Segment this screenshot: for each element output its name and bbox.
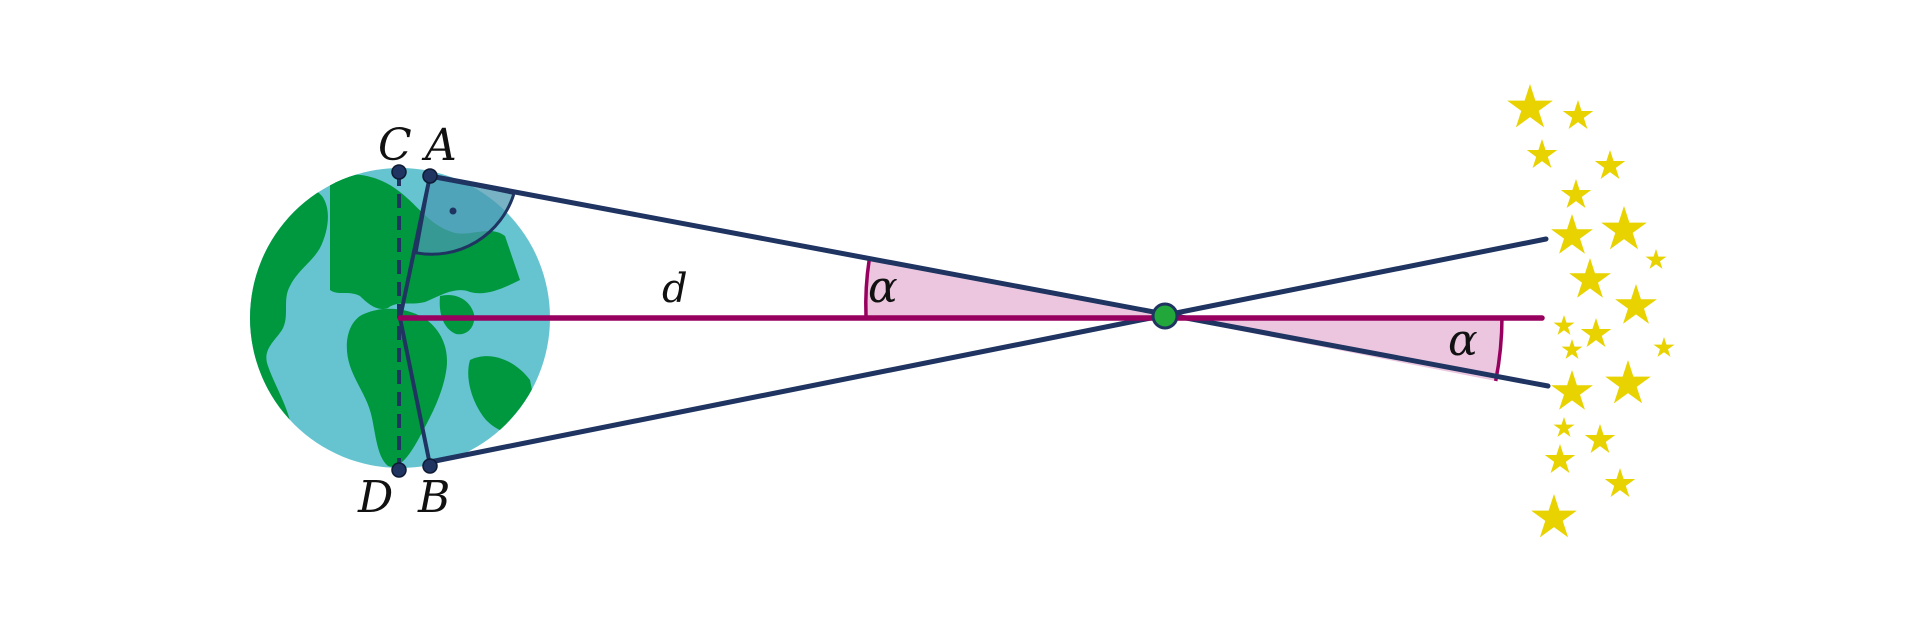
star-icon (1553, 417, 1575, 437)
line-b-to-stars (427, 236, 1549, 465)
star-icon (1551, 214, 1593, 254)
star-icon (1507, 84, 1553, 128)
chord-b (398, 317, 432, 466)
point-d (391, 462, 407, 478)
star-icon (1653, 337, 1675, 357)
point-c (391, 164, 407, 180)
label-a: A (421, 120, 457, 171)
star-icon (1594, 150, 1626, 179)
label-b: B (417, 472, 450, 523)
star-icon (1604, 468, 1636, 497)
star-icon (1605, 360, 1651, 404)
star-icon (1551, 370, 1593, 410)
star-icon (1569, 258, 1611, 298)
label-c: C (378, 120, 412, 171)
point-a (422, 168, 438, 184)
star-icon (1544, 444, 1576, 473)
star-icon (1561, 339, 1583, 359)
star-icon (1584, 424, 1616, 453)
center-point (1151, 302, 1179, 330)
star-icon (1645, 249, 1667, 269)
star-icon (1562, 100, 1594, 129)
label-d: D (357, 472, 393, 523)
label-alpha-right: α (1448, 315, 1478, 366)
right-angle-dot (449, 207, 457, 215)
star-icon (1580, 318, 1612, 347)
star-field (1507, 84, 1675, 538)
point-b (422, 458, 438, 474)
line-a-to-stars (427, 173, 1551, 389)
right-angle-wedge (414, 174, 516, 256)
star-icon (1601, 206, 1647, 250)
star-icon (1560, 179, 1592, 208)
label-alpha-left: α (868, 262, 898, 313)
star-icon (1553, 315, 1575, 335)
star-icon (1526, 139, 1558, 168)
star-icon (1531, 494, 1577, 538)
chord-a (398, 175, 432, 319)
label-d-distance: d (662, 266, 688, 312)
star-icon (1615, 284, 1657, 324)
